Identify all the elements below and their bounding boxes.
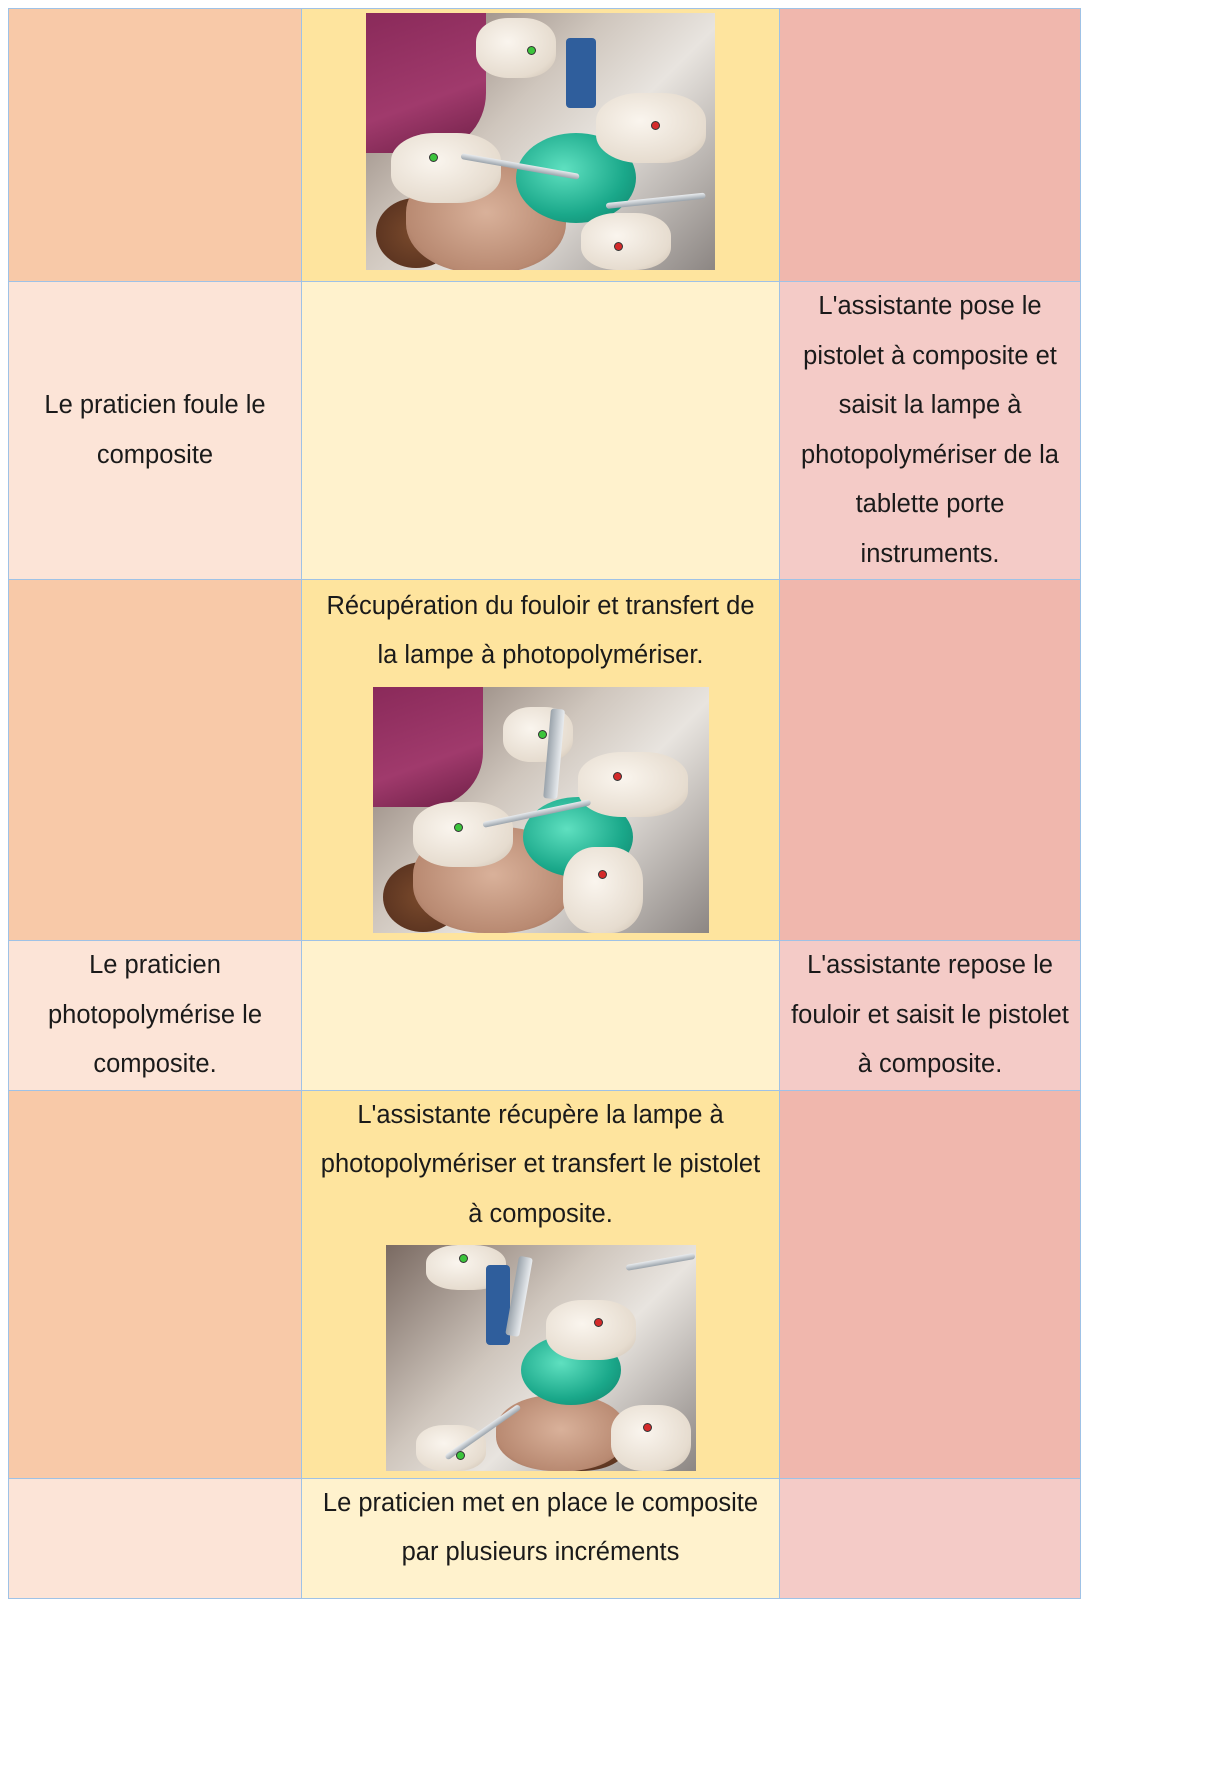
table-row: Récupération du fouloir et transfert de … (8, 579, 1081, 941)
photo-curing-lamp-transfer (372, 686, 709, 933)
assistant-cell (779, 579, 1081, 941)
practitioner-text: Le praticien foule le composite (44, 391, 266, 469)
table-row (8, 8, 1081, 282)
practitioner-cell (8, 1089, 302, 1479)
transfer-cell (301, 940, 780, 1091)
table-row: Le praticien met en place le composite p… (8, 1477, 1081, 1599)
table-row: Le praticien foule le composite L'assist… (8, 281, 1081, 580)
assistant-cell (779, 8, 1081, 282)
practitioner-cell: Le praticien foule le composite (8, 281, 302, 580)
practitioner-cell (8, 579, 302, 941)
transfer-cell (301, 281, 780, 580)
table-row: Le praticien photopolymérise le composit… (8, 940, 1081, 1091)
photo-lamp-recovery (385, 1245, 696, 1472)
transfer-cell: L'assistante récupère la lampe à photopo… (301, 1089, 780, 1479)
practitioner-cell: Le praticien photopolymérise le composit… (8, 940, 302, 1091)
assistant-text: L'assistante repose le fouloir et saisit… (791, 951, 1069, 1078)
assistant-cell: L'assistante pose le pistolet à composit… (779, 281, 1081, 580)
transfer-cell: Le praticien met en place le composite p… (301, 1477, 780, 1599)
transfer-text: Récupération du fouloir et transfert de … (326, 591, 755, 670)
photo-composite-gun-transfer (366, 12, 715, 270)
table-row: L'assistante récupère la lampe à photopo… (8, 1089, 1081, 1479)
practitioner-cell (8, 8, 302, 282)
assistant-cell (779, 1477, 1081, 1599)
transfer-text: L'assistante récupère la lampe à photopo… (320, 1100, 761, 1228)
practitioner-text: Le praticien photopolymérise le composit… (47, 951, 263, 1078)
transfer-cell (301, 8, 780, 282)
practitioner-cell (8, 1477, 302, 1599)
assistant-text: L'assistante pose le pistolet à composit… (801, 292, 1059, 568)
procedure-table: Le praticien foule le composite L'assist… (8, 8, 1081, 1599)
assistant-cell: L'assistante repose le fouloir et saisit… (779, 940, 1081, 1091)
assistant-cell (779, 1089, 1081, 1479)
transfer-text: Le praticien met en place le composite p… (322, 1488, 759, 1567)
transfer-cell: Récupération du fouloir et transfert de … (301, 579, 780, 941)
